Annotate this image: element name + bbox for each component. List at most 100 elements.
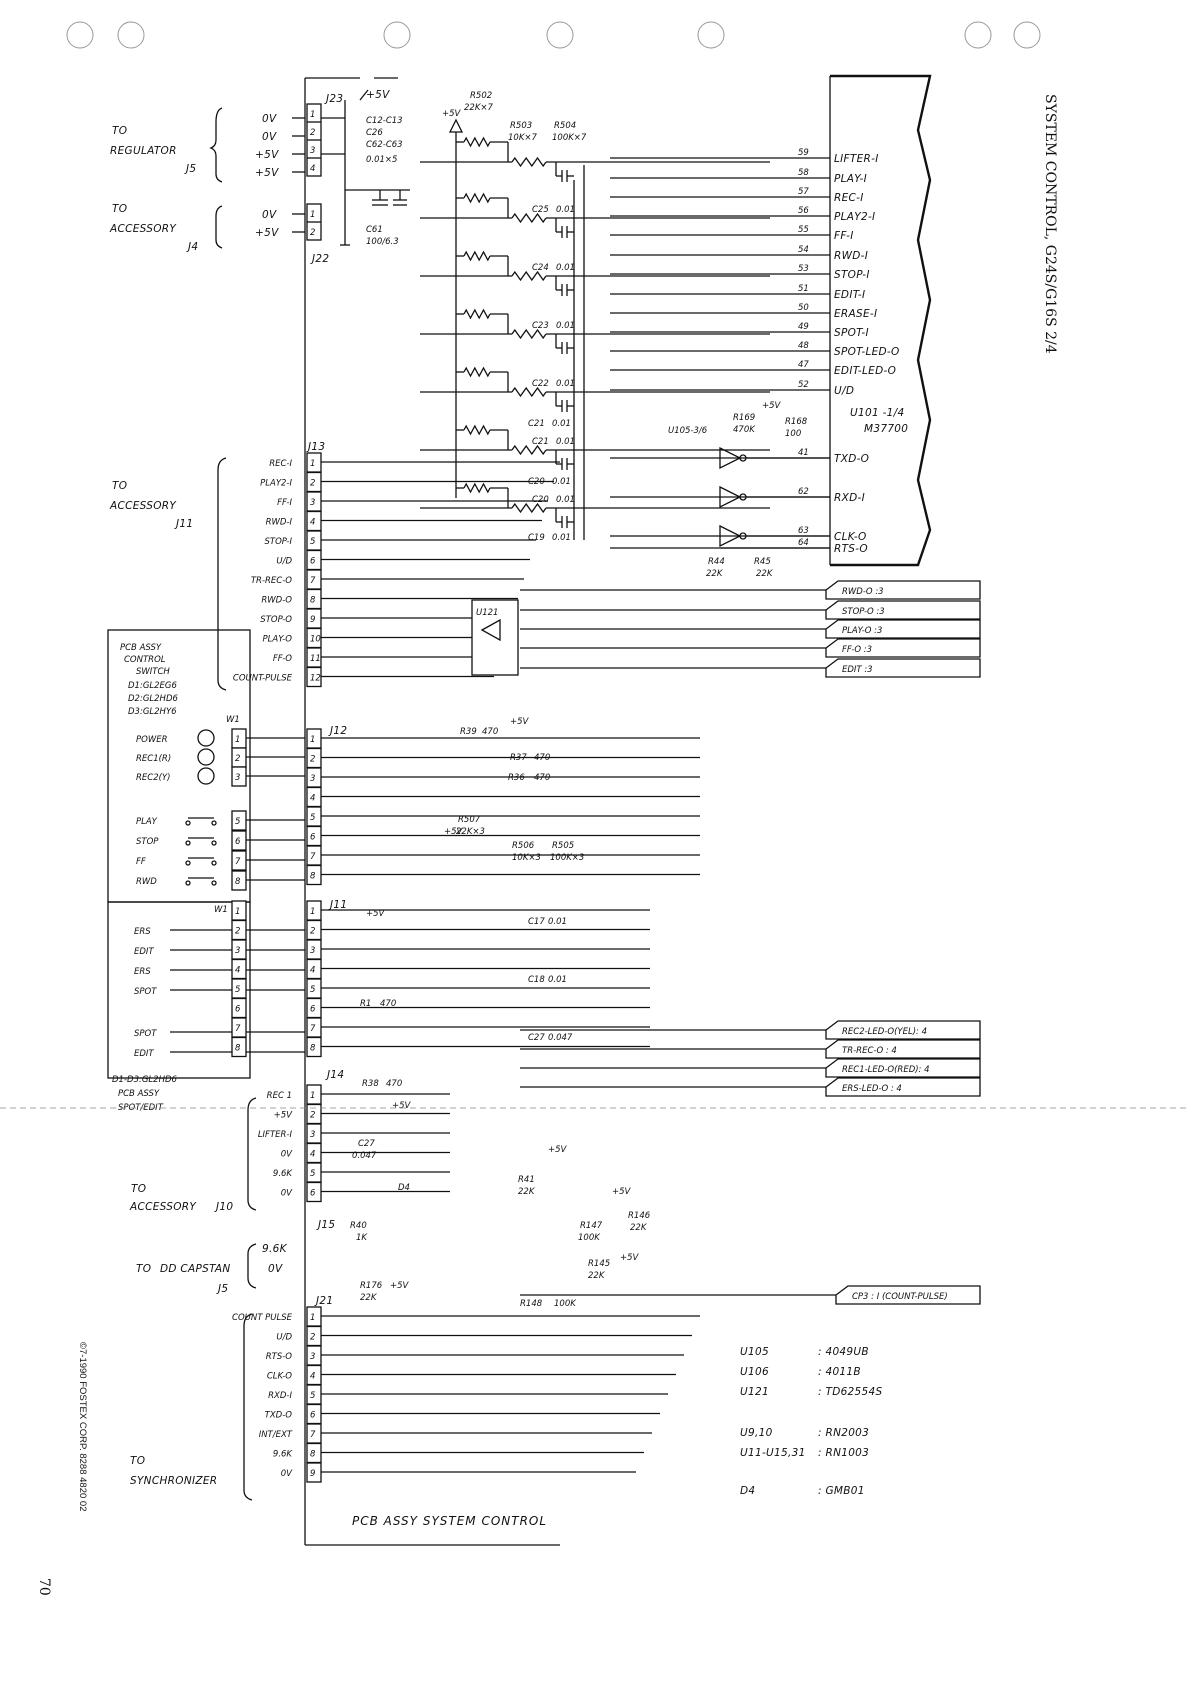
pin-number: 9 [310, 1469, 315, 1479]
pin-label: RTS-O [266, 1352, 293, 1362]
svg-text:R45: R45 [754, 557, 771, 567]
svg-text:22K: 22K [706, 569, 724, 579]
j12-pin: 6 [306, 825, 700, 847]
svg-text:22K: 22K [756, 569, 774, 579]
mcu-pin-name: RWD-I [834, 250, 868, 262]
pin-number: 6 [310, 1005, 316, 1015]
svg-text:J22: J22 [310, 253, 329, 265]
pin-number: 3 [310, 774, 315, 784]
svg-text:D2:GL2HD6: D2:GL2HD6 [128, 694, 178, 704]
svg-text:C62-C63: C62-C63 [366, 140, 403, 150]
mcu-pin-name: ERASE-I [834, 308, 877, 320]
part-ref: D4 [740, 1485, 755, 1497]
offsheet-label: EDIT :3 [842, 665, 873, 675]
pin-number: 2 [310, 927, 315, 937]
pin-number: 3 [310, 498, 315, 508]
svg-text:R44: R44 [708, 557, 725, 567]
pin-number: 4 [235, 966, 240, 976]
spot-label: ERS [134, 967, 151, 977]
pin-label: TR-REC-O [251, 576, 292, 586]
svg-text:R169: R169 [733, 413, 755, 423]
mcu-pin-name: SPOT-I [834, 327, 869, 339]
part-value: : TD62554S [818, 1386, 882, 1398]
svg-text:+5V: +5V [390, 1281, 410, 1291]
pin-number: 3 [310, 946, 315, 956]
pin-number: 1 [310, 1313, 315, 1323]
pin-number: 1 [310, 459, 315, 469]
led-icon [197, 767, 215, 785]
pin-number: 6 [310, 833, 316, 843]
resistor-symbol [463, 250, 491, 262]
mcu-pin-name: RXD-I [834, 492, 865, 504]
svg-text:J14: J14 [325, 1069, 344, 1081]
pin-number: 6 [235, 1005, 241, 1015]
pin-label: +5V [274, 1111, 294, 1121]
offsheet-label: CP3 : I (COUNT-PULSE) [852, 1292, 948, 1302]
resistor-symbol [511, 444, 547, 456]
svg-text:D1-D3:GL2HD6: D1-D3:GL2HD6 [112, 1075, 178, 1085]
connector-j11: J11 +5V [328, 899, 386, 919]
pin-number: 12 [310, 674, 321, 684]
cap-ref: C19 [528, 533, 545, 543]
input-rc-ladder: R502 22K×7 +5V R503 10K×7 R504 100K×7 [442, 91, 587, 540]
svg-text:100K: 100K [554, 1299, 577, 1309]
svg-text:22K: 22K [588, 1271, 606, 1281]
svg-text:J12: J12 [328, 725, 347, 737]
svg-text:100K×3: 100K×3 [550, 853, 584, 863]
cap-val: 0.01 [552, 477, 571, 487]
mcu-pin-number: 51 [798, 284, 809, 294]
j12-pin: 2 [306, 747, 700, 769]
ladder-row [420, 136, 770, 182]
resistor-symbol [463, 308, 491, 320]
cap-ref: C24 [532, 263, 549, 273]
board-label: PCB ASSY SYSTEM CONTROL [352, 1514, 547, 1528]
svg-text:M37700: M37700 [864, 423, 908, 435]
pin-label: U/D [276, 557, 292, 567]
resistor-symbol [511, 212, 547, 224]
mcu-pin-number: 54 [798, 245, 809, 255]
pin-number: 2 [310, 1111, 315, 1121]
j12-pin: 4 [306, 786, 700, 808]
mcu-pin-name: PLAY-I [834, 173, 867, 185]
cap-ref: C22 [532, 379, 549, 389]
svg-text:+5V: +5V [762, 401, 782, 411]
svg-text:R146: R146 [628, 1211, 651, 1221]
switch-row: REC2(Y)3 [136, 766, 305, 787]
pin-label: 0V [281, 1469, 293, 1479]
j14-pin: 40V [281, 1142, 450, 1164]
binder-holes [66, 21, 1041, 49]
pin-number: 1 [310, 1091, 315, 1101]
svg-text:9.6K: 9.6K [262, 1243, 288, 1255]
pin-number: 5 [310, 1169, 315, 1179]
copyright-note: ©7-1990 FOSTEX CORP. 8288 4820 02 [77, 1342, 88, 1511]
svg-text:100K: 100K [578, 1233, 601, 1243]
mcu-pin-number: 48 [798, 341, 809, 351]
pin-number: 11 [310, 654, 321, 664]
j12-pin: 8 [306, 864, 700, 886]
resistor-symbol [463, 192, 491, 204]
svg-text:J11: J11 [328, 899, 347, 911]
offsheet-label: REC2-LED-O(YEL): 4 [842, 1027, 927, 1037]
pin-number: 6 [310, 557, 316, 567]
pin-label: RWD-O [261, 596, 292, 606]
group-to: TO [112, 125, 127, 137]
cap-val: 0.01 [552, 419, 571, 429]
svg-text:J13: J13 [306, 441, 325, 453]
parts-list-row: U105: 4049UB [740, 1346, 869, 1358]
pin-label: PLAY2-I [260, 479, 292, 489]
svg-text:J4: J4 [186, 241, 198, 253]
svg-text:R168: R168 [785, 417, 808, 427]
mcu-pin-number: 64 [798, 538, 809, 548]
